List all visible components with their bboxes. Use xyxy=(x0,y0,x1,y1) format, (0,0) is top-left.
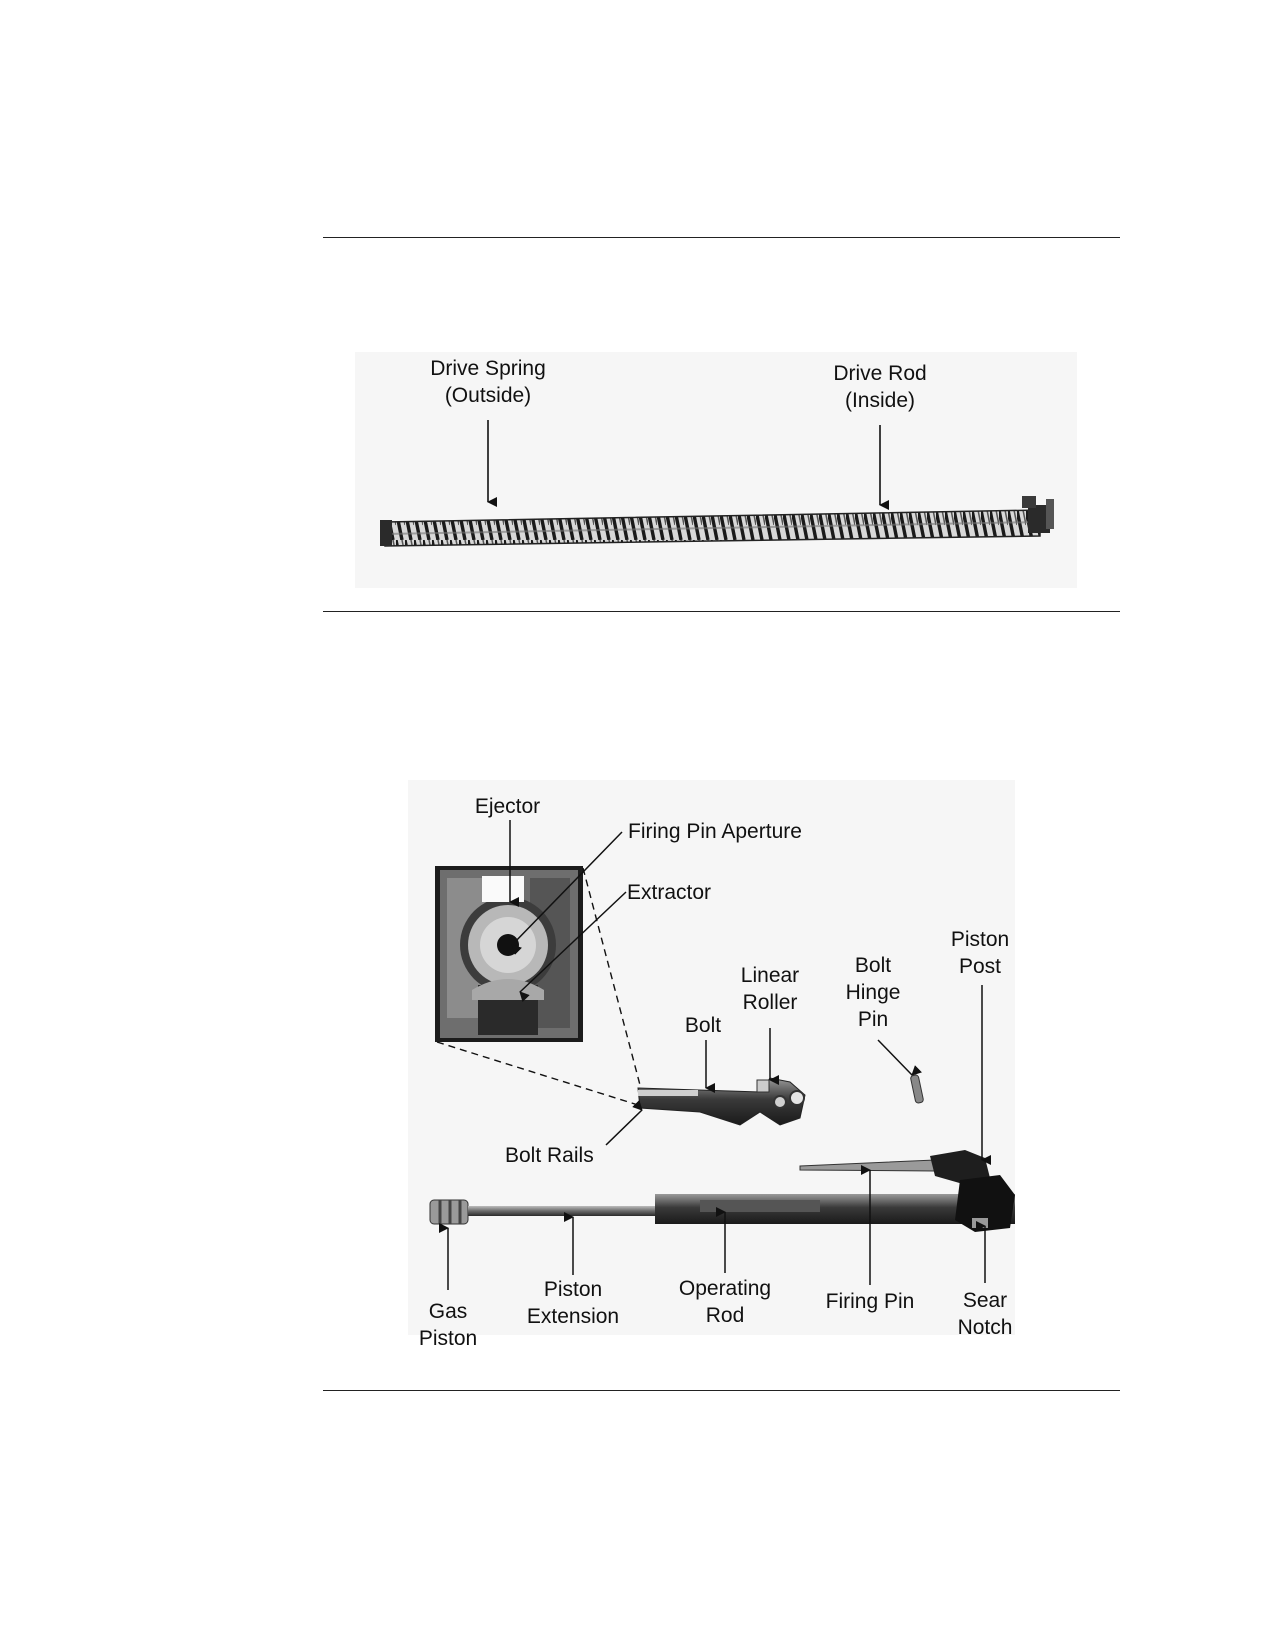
bottom-rule xyxy=(323,1390,1120,1391)
bolt xyxy=(637,1077,806,1126)
operating-rod xyxy=(429,1175,1015,1232)
top-rule xyxy=(323,237,1120,238)
drive-spring-label: Drive Spring (Outside) xyxy=(430,357,546,407)
middle-rule xyxy=(323,611,1120,612)
gas-piston-label: Gas Piston xyxy=(418,1300,478,1350)
firing-pin-aperture-label: Firing Pin Aperture xyxy=(628,820,802,843)
sear-notch-label: Sear Notch xyxy=(957,1289,1013,1339)
drive-spring-photo-panel xyxy=(355,352,1077,588)
zoom-line-lower xyxy=(436,1041,639,1106)
linear-roller-label: Linear Roller xyxy=(740,964,800,1014)
ejector-label: Ejector xyxy=(474,795,541,818)
firing-pin-aperture-arrow xyxy=(511,831,623,955)
extractor-arrow xyxy=(519,891,627,1002)
operating-rod-label: Operating Rod xyxy=(678,1277,772,1327)
bolt-label: Bolt xyxy=(684,1014,722,1037)
firing-pin-label: Firing Pin xyxy=(825,1290,915,1313)
bolt-face-inset xyxy=(435,866,583,1042)
bolt-rails-label: Bolt Rails xyxy=(505,1144,594,1167)
bolt-hinge-pin xyxy=(910,1074,924,1104)
bolt-hinge-pin-arrow xyxy=(877,1039,922,1076)
bolt-rails-arrow xyxy=(605,1100,643,1146)
drive-rod-label: Drive Rod (Inside) xyxy=(833,362,927,412)
extractor-label: Extractor xyxy=(627,881,712,904)
drive-spring-end-cap xyxy=(380,520,392,546)
bolt-hinge-pin-label: Bolt Hinge Pin xyxy=(845,954,901,1031)
piston-post-label: Piston Post xyxy=(950,928,1010,978)
drive-rod-end-cap xyxy=(1022,496,1054,533)
piston-extension-label: Piston Extension xyxy=(526,1278,620,1328)
zoom-line-upper xyxy=(582,867,641,1086)
